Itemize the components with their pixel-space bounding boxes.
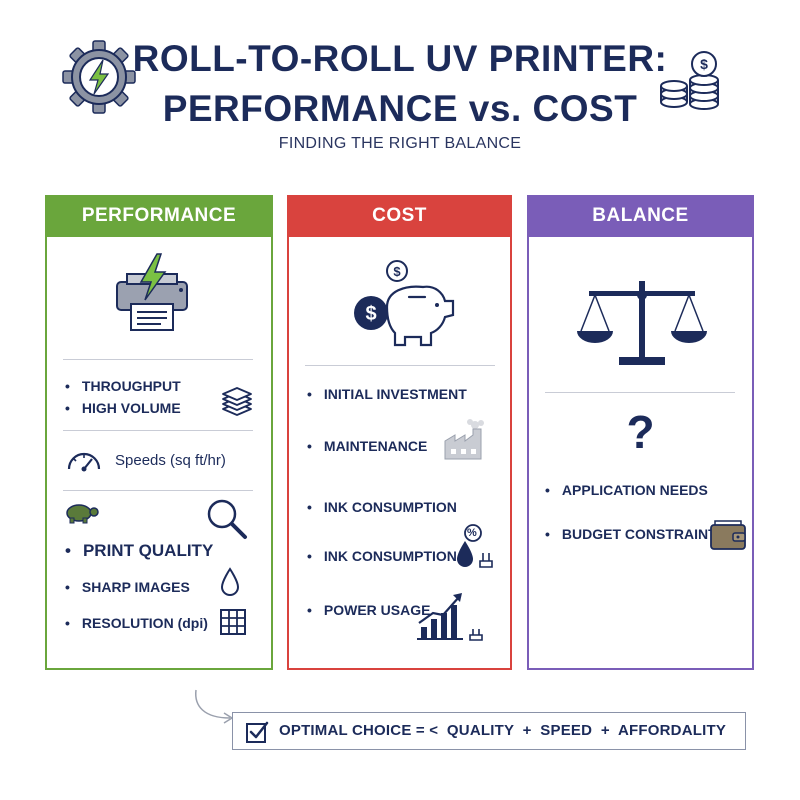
growth-chart-icon [415,589,495,643]
question-mark: ? [626,406,655,458]
checkbox-checked-icon [245,720,269,744]
application-needs-label: APPLICATION NEEDS [545,482,708,498]
high-volume-label: HIGH VOLUME [65,400,181,416]
page-title-line-1: ROLL-TO-ROLL UV PRINTER: [132,38,668,79]
optimal-choice-formula: OPTIMAL CHOICE = < QUALITY + SPEED + AFF… [279,722,727,739]
speeds-label: Speeds (sq ft/hr) [115,452,226,469]
svg-text:$: $ [365,303,376,325]
stacked-layers-icon [219,387,255,419]
speedometer-icon [65,447,103,473]
balance-scale-icon [573,273,713,371]
grid-icon [219,608,247,636]
coins-icon: $ [658,50,730,112]
ink-consumption-label-2: INK CONSUMPTION [307,548,457,564]
sharp-images-label: SHARP IMAGES [65,579,190,595]
turtle-icon [61,500,101,524]
power-usage-label: POWER USAGE [307,602,431,618]
optimal-choice-box: OPTIMAL CHOICE = < QUALITY + SPEED + AFF… [232,712,746,750]
svg-text:$: $ [700,56,708,72]
cost-panel: COST $ $ INITIAL INVESTMENT MAINTENANCE … [287,195,512,670]
budget-constraints-label: BUDGET CONSTRAINTS [545,526,726,542]
cost-heading: COST [287,195,512,237]
print-quality-label: PRINT QUALITY [65,541,213,561]
balance-panel: BALANCE ? APPLICATION NEEDS BUDGET CONST… [527,195,754,670]
page-subtitle: FINDING THE RIGHT BALANCE [278,135,522,152]
performance-heading: PERFORMANCE [45,195,273,237]
gear-lightning-icon [60,38,138,116]
curved-arrow-icon [190,688,238,728]
percent-symbol: % [467,527,477,539]
resolution-label: RESOLUTION (dpi) [65,615,208,631]
balance-heading: BALANCE [527,195,754,237]
ink-consumption-label-1: INK CONSUMPTION [307,499,457,515]
ink-drop-percent-icon [453,523,501,571]
ink-drop-icon [219,567,241,597]
page-title-line-2: PERFORMANCE vs. COST [162,88,638,129]
magnifier-icon [205,497,249,541]
performance-panel: PERFORMANCE THROUGHPUT HIGH VOLUME [45,195,273,670]
throughput-label: THROUGHPUT [65,378,181,394]
maintenance-label: MAINTENANCE [307,438,427,454]
piggy-bank-icon: $ $ [349,259,461,351]
factory-icon [441,419,489,461]
wallet-icon [709,519,747,551]
svg-text:$: $ [393,264,401,279]
initial-investment-label: INITIAL INVESTMENT [307,386,467,402]
printer-lightning-icon [111,252,193,332]
